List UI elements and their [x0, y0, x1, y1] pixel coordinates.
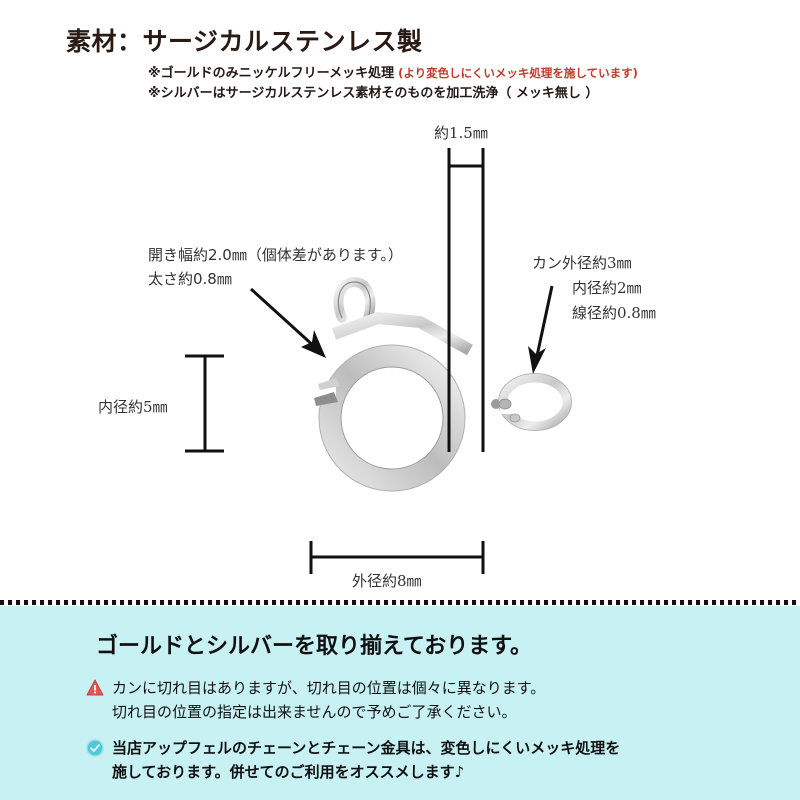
outer-diameter-bracket	[309, 541, 485, 574]
warning-line-1: カンに切れ目はありますが、切れ目の位置は個々に異なります。	[112, 679, 546, 697]
inner-diameter-label: 内径約5㎜	[98, 398, 168, 416]
material-title: 素材：サージカルステンレス製	[66, 27, 423, 56]
opening-width-label: 開き幅約2.0㎜（個体差があります。）	[148, 246, 403, 264]
recommend-line-1: 当店アップフェルのチェーンとチェーン金具は、変色しにくいメッキ処理を	[112, 739, 621, 757]
recommend-notice: 当店アップフェルのチェーンとチェーン金具は、変色しにくいメッキ処理を 施しており…	[86, 736, 620, 784]
jump-ring-arrow-icon	[528, 285, 554, 374]
dotted-divider	[0, 600, 800, 605]
opening-arrow-icon	[249, 287, 326, 358]
check-circle-icon	[86, 739, 104, 757]
warning-line-2: 切れ目の位置の指定は出来ませんので予めご了承ください。	[112, 703, 517, 721]
info-panel: ゴールドとシルバーを取り揃えております。 カンに切れ目はありますが、切れ目の位置…	[0, 606, 800, 800]
gold-note-text: ※ゴールドのみニッケルフリーメッキ処理	[148, 66, 395, 81]
jump-ring-wire-label: 線径約0.8㎜	[572, 304, 656, 322]
silver-note: ※シルバーはサージカルステンレス素材そのものを加工洗浄（ メッキ無し ）	[148, 86, 599, 101]
spring-ring-clasp	[310, 276, 501, 492]
thickness-label: 太さ約0.8㎜	[148, 270, 232, 288]
warning-triangle-icon	[86, 679, 104, 696]
jump-ring-labels: カン外径約3㎜ 内径約2㎜ 線径約0.8㎜	[532, 251, 656, 326]
recommend-line-2: 施しております。併せてのご利用をオススメします♪	[112, 763, 465, 781]
jump-ring	[498, 373, 572, 431]
wire-width-label: 約1.5㎜	[434, 124, 488, 142]
warning-notice: カンに切れ目はありますが、切れ目の位置は個々に異なります。 切れ目の位置の指定は…	[86, 676, 545, 724]
outer-diameter-label: 外径約8㎜	[352, 572, 422, 590]
clasp-diagram	[185, 148, 572, 574]
wire-width-indicator	[447, 148, 485, 452]
gold-plating-note: ※ゴールドのみニッケルフリーメッキ処理(より変色しにくいメッキ処理を施しています…	[148, 62, 638, 81]
jump-ring-outer-label: カン外径約3㎜	[532, 254, 632, 272]
jump-ring-inner-label: 内径約2㎜	[572, 279, 642, 297]
panel-title: ゴールドとシルバーを取り揃えております。	[96, 634, 533, 659]
inner-diameter-bracket	[185, 354, 224, 453]
gold-note-red-text: (より変色しにくいメッキ処理を施しています)	[398, 66, 638, 80]
